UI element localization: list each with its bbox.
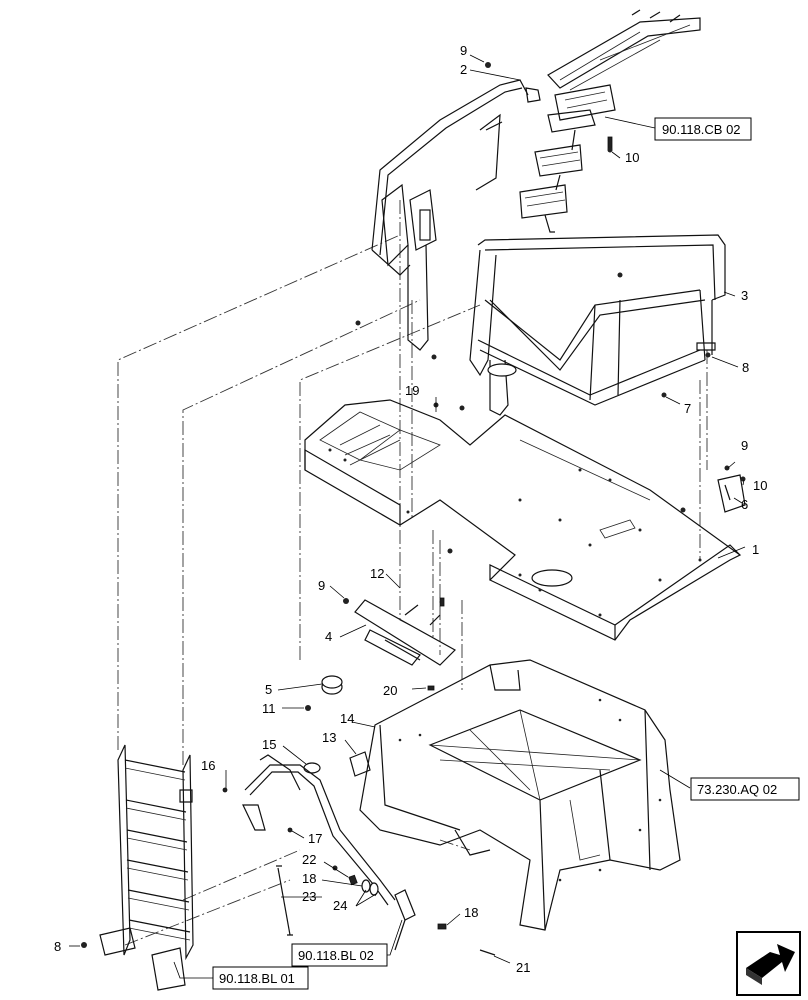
callout-9: 9	[318, 578, 325, 593]
ladder	[99, 744, 194, 991]
leader-lines	[69, 54, 746, 979]
callout-15: 15	[262, 737, 276, 752]
bracket-4	[354, 599, 456, 666]
guard-rail	[469, 234, 726, 416]
callout-10: 10	[625, 150, 639, 165]
fasteners	[81, 62, 746, 948]
ref-box-90-118-bl-02[interactable]: 90.118.BL 02	[291, 943, 388, 967]
callout-18: 18	[464, 905, 478, 920]
hose-assembly	[222, 754, 496, 956]
callout-22: 22	[302, 852, 316, 867]
machine-frame	[359, 659, 681, 931]
ref-label: 90.118.BL 01	[219, 971, 295, 986]
small-parts	[303, 597, 445, 777]
callout-2: 2	[460, 62, 467, 77]
platform	[304, 399, 742, 641]
ref-label: 90.118.BL 02	[298, 948, 374, 963]
callout-6: 6	[741, 497, 748, 512]
next-page-arrow-icon[interactable]	[736, 931, 801, 996]
callout-9: 9	[460, 43, 467, 58]
callout-21: 21	[516, 960, 530, 975]
callout-8: 8	[742, 360, 749, 375]
callout-11: 11	[262, 701, 276, 716]
callout-14: 14	[340, 711, 354, 726]
handrail-upper	[371, 79, 541, 351]
ref-box-90-118-bl-01[interactable]: 90.118.BL 01	[212, 966, 309, 990]
callout-8: 8	[54, 939, 61, 954]
callout-17: 17	[308, 831, 322, 846]
callout-16: 16	[201, 758, 215, 773]
callout-7: 7	[684, 401, 691, 416]
callout-10: 10	[753, 478, 767, 493]
callout-9: 9	[741, 438, 748, 453]
callout-23: 23	[302, 889, 316, 904]
ref-box-90-118-cb-02[interactable]: 90.118.CB 02	[654, 117, 752, 141]
callout-19: 19	[405, 383, 419, 398]
callout-4: 4	[325, 629, 332, 644]
callout-12: 12	[370, 566, 384, 581]
stair-assembly	[519, 9, 701, 233]
bracket-6	[717, 474, 746, 513]
callout-18: 18	[302, 871, 316, 886]
ref-label: 90.118.CB 02	[662, 122, 741, 137]
callout-20: 20	[383, 683, 397, 698]
callout-3: 3	[741, 288, 748, 303]
callout-13: 13	[322, 730, 336, 745]
ref-box-73-230-aq-02[interactable]: 73.230.AQ 02	[690, 777, 800, 801]
callout-labels: 9 2 10 3 8 7 19 9 10 6 1 12 9 4 5 11 20 …	[54, 43, 767, 975]
callout-1: 1	[752, 542, 759, 557]
ref-label: 73.230.AQ 02	[697, 782, 777, 797]
callout-24: 24	[333, 898, 347, 913]
callout-5: 5	[265, 682, 272, 697]
